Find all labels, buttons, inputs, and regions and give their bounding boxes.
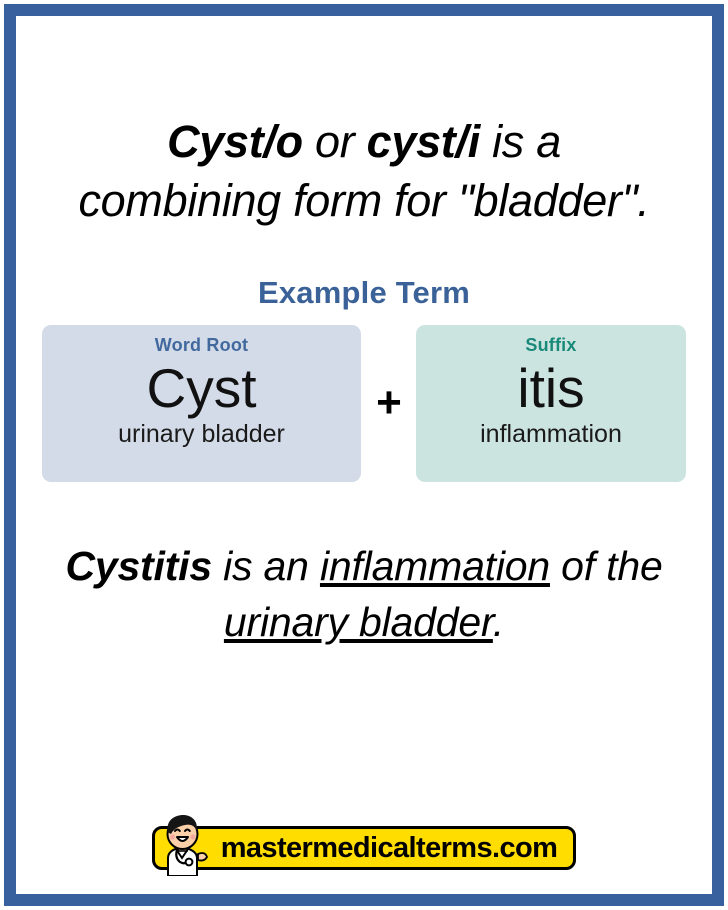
definition-plain-1: is an [211, 542, 320, 589]
footer: mastermedicalterms.com [0, 815, 728, 876]
headline-line-2: combining form for "bladder". [78, 175, 650, 227]
word-root-kicker: Word Root [154, 334, 249, 355]
suffix-kicker: Suffix [525, 334, 577, 355]
word-root-gloss: urinary bladder [118, 420, 285, 449]
definition-underline-urinary-bladder: urinary bladder [223, 599, 493, 646]
headline-term-cysto: Cyst/o [167, 116, 303, 167]
doctor-mascot-icon [166, 815, 208, 876]
definition-plain-2: of the [549, 542, 663, 589]
headline-conjunction: or [302, 116, 367, 167]
headline: Cyst/o or cyst/i is a combining form for… [34, 112, 694, 231]
suffix-morpheme: itis [517, 356, 585, 419]
morpheme-card-group: Word Root Cyst urinary bladder + Suffix … [42, 324, 686, 482]
suffix-card: Suffix itis inflammation [416, 324, 686, 482]
word-root-morpheme: Cyst [146, 356, 257, 419]
definition-period: . [492, 599, 505, 646]
site-logo[interactable]: mastermedicalterms.com [151, 815, 577, 876]
headline-term-cysti: cyst/i [366, 116, 481, 167]
logo-pill: mastermedicalterms.com [151, 826, 577, 870]
suffix-gloss: inflammation [480, 420, 622, 449]
plus-operator-icon: + [376, 378, 402, 428]
headline-line-1: Cyst/o or cyst/i is a [167, 116, 561, 167]
headline-tail: is a [479, 116, 561, 167]
poster-frame: Cyst/o or cyst/i is a combining form for… [4, 4, 724, 906]
site-name-text: mastermedicalterms.com [220, 831, 558, 864]
example-term-heading: Example Term [257, 274, 471, 310]
definition-term: Cystitis [65, 542, 212, 589]
word-root-card: Word Root Cyst urinary bladder [42, 324, 361, 482]
definition-underline-inflammation: inflammation [319, 542, 550, 589]
definition-sentence: Cystitis is an inflammation of the urina… [34, 538, 694, 651]
